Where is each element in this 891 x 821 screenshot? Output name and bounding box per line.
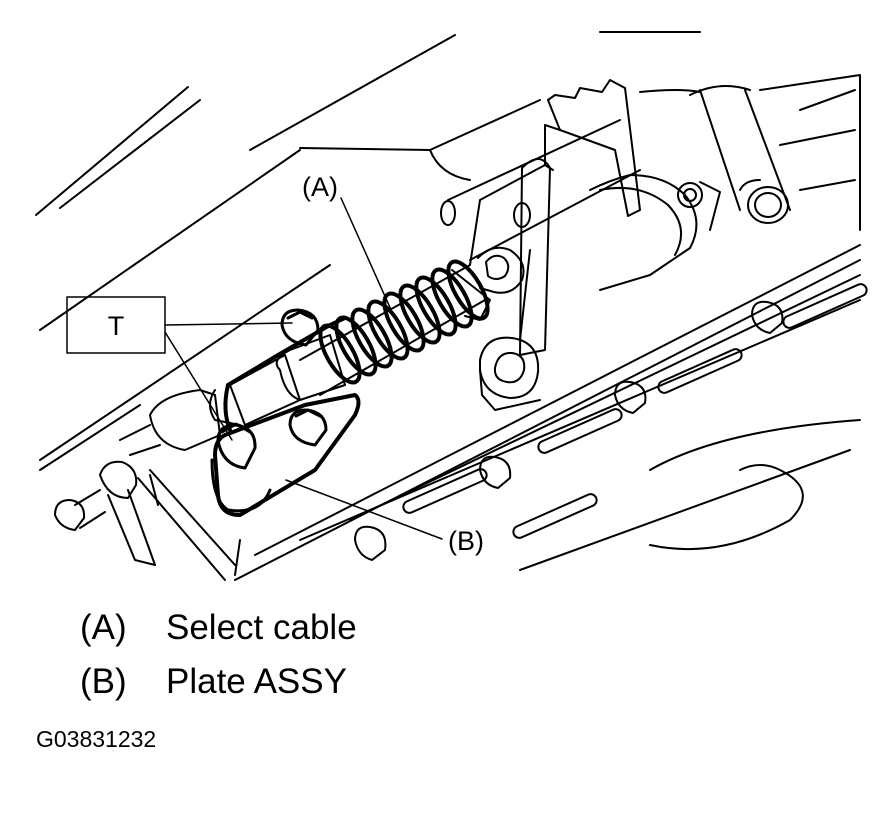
transmission-housing bbox=[440, 79, 789, 291]
rail-plate bbox=[234, 244, 868, 581]
callout-b-leader bbox=[285, 479, 443, 540]
legend-item-plate-assy: (B) Plate ASSY bbox=[80, 662, 347, 702]
legend-key-b: (B) bbox=[80, 662, 127, 701]
callout-a-label: (A) bbox=[302, 172, 338, 202]
rail-bolts bbox=[354, 300, 784, 561]
torque-leader-upper bbox=[164, 322, 293, 326]
callout-b-label: (B) bbox=[448, 526, 484, 556]
torque-leader-lower bbox=[164, 331, 233, 441]
background-frame bbox=[35, 31, 861, 471]
figure-code: G03831232 bbox=[36, 726, 157, 752]
linkage-rod bbox=[54, 460, 241, 581]
plate-assy bbox=[213, 316, 361, 517]
select-cable bbox=[119, 246, 525, 456]
callout-a-leader bbox=[340, 197, 393, 313]
torque-callout bbox=[66, 296, 293, 441]
legend-text-a: Select cable bbox=[166, 608, 357, 647]
legend-item-select-cable: (A) Select cable bbox=[80, 608, 357, 648]
legend-text-b: Plate ASSY bbox=[166, 662, 347, 701]
legend-key-a: (A) bbox=[80, 608, 127, 647]
mounting-bolts bbox=[210, 308, 328, 513]
select-lever bbox=[479, 158, 551, 411]
torque-label: T bbox=[108, 311, 125, 341]
